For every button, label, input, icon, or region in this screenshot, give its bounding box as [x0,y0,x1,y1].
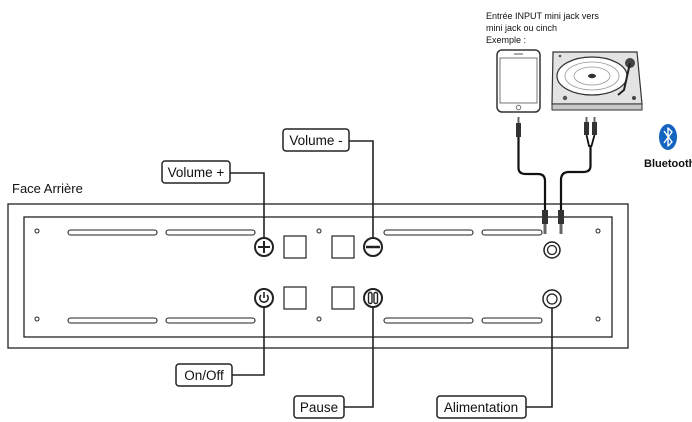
input-note-line1: Entrée INPUT mini jack vers [486,11,599,21]
volume-minus-button[interactable] [363,237,383,257]
turntable-icon [551,51,643,111]
input-note: Entrée INPUT mini jack vers mini jack ou… [486,11,599,45]
screw-icon [34,228,40,234]
button-pad [283,286,307,310]
screw-icon [34,316,40,322]
plus-icon [258,241,270,253]
screw-icon [595,228,601,234]
phone-icon [496,49,541,113]
panel-title: Face Arrière [12,181,83,196]
bluetooth-label: Bluetooth [644,158,692,170]
bluetooth-logo: Bluetooth [644,124,692,170]
button-pad [283,235,307,259]
screw-icon [595,316,601,322]
pause-button[interactable] [363,288,383,308]
vent-slots [67,229,543,324]
on-off-button[interactable] [254,288,274,308]
input-note-line2: mini jack ou cinch [486,23,557,33]
callout-volume-plus: Volume + [161,160,231,184]
callout-volume-minus-label: Volume - [289,133,342,148]
pause-icon [367,291,379,305]
screw-icon [316,316,322,322]
callout-volume-plus-label: Volume + [168,165,225,180]
screw-icon [316,228,322,234]
input-note-line3: Exemple : [486,35,526,45]
rear-panel [7,203,629,349]
callout-on-off: On/Off [175,363,233,387]
callout-power: Alimentation [436,395,527,419]
power-icon [259,292,269,303]
callout-pause: Pause [293,395,345,419]
audio-cables [516,117,597,234]
callout-volume-minus: Volume - [282,128,350,152]
volume-plus-button[interactable] [254,237,274,257]
callout-on-off-label: On/Off [184,368,224,383]
callout-power-label: Alimentation [444,400,518,415]
power-jack[interactable] [542,289,562,309]
callout-pause-label: Pause [300,400,338,415]
button-pad [331,235,355,259]
input-jack[interactable] [543,241,561,259]
button-pad [331,286,355,310]
